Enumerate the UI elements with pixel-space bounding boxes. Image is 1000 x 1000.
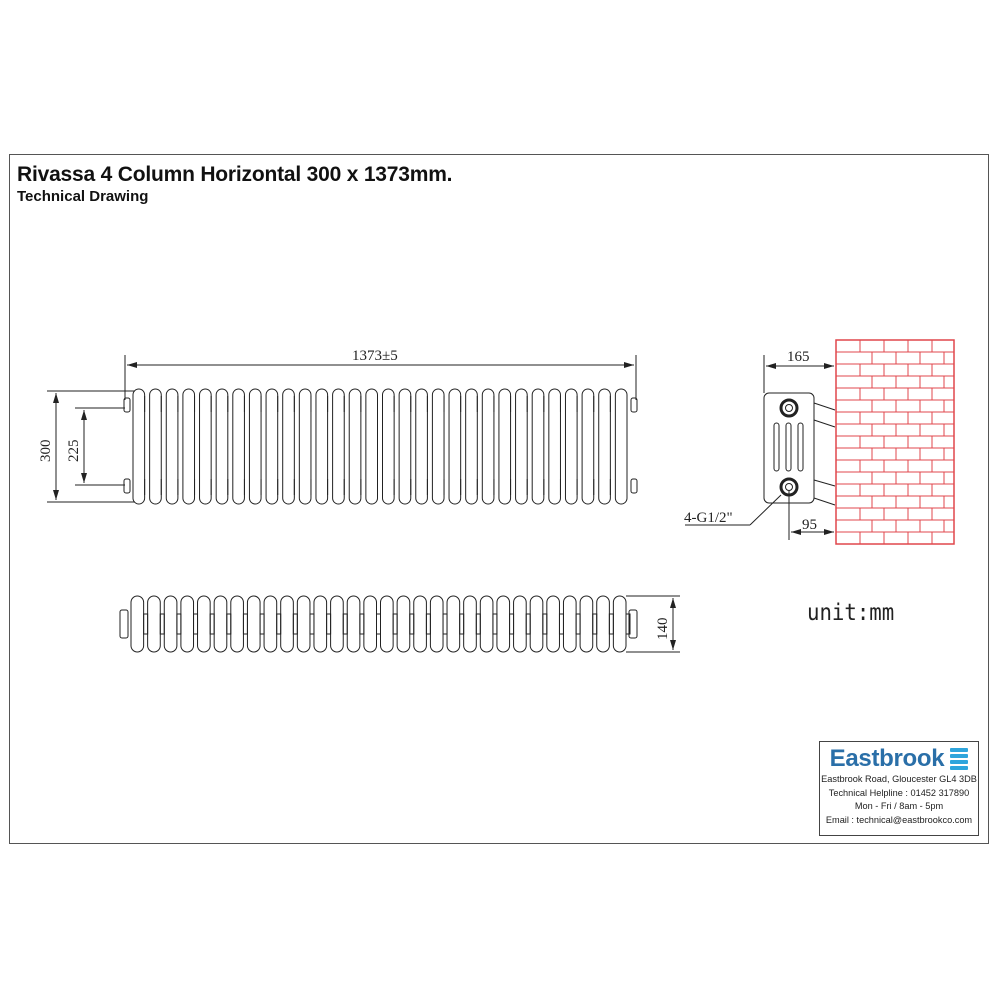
drawing-subtitle: Technical Drawing	[17, 188, 149, 205]
connection-label: 4-G1/2"	[684, 510, 733, 526]
brick-wall	[835, 339, 955, 545]
pipe-dimension: 95	[802, 517, 817, 533]
drawing-frame	[9, 154, 989, 844]
height-dimension: 300	[38, 440, 54, 463]
company-info-box: Eastbrook Eastbrook Road, Gloucester GL4…	[819, 741, 979, 836]
unit-label: unit:mm	[807, 600, 895, 626]
centres-dimension: 225	[66, 440, 82, 463]
projection-dimension: 165	[787, 349, 810, 365]
front-view	[47, 355, 638, 505]
brand: Eastbrook	[820, 745, 978, 773]
depth-dimension: 140	[655, 618, 671, 641]
drawing-title: Rivassa 4 Column Horizontal 300 x 1373mm…	[17, 163, 453, 186]
company-hours: Mon - Fri / 8am - 5pm	[854, 801, 944, 811]
company-email: Email : technical@eastbrookco.com	[825, 814, 973, 825]
company-address: Eastbrook Road, Gloucester GL4 3DB	[821, 774, 977, 784]
side-view	[685, 355, 836, 540]
top-view	[119, 595, 680, 653]
company-helpline: Technical Helpline : 01452 317890	[828, 787, 970, 798]
width-dimension: 1373±5	[352, 348, 398, 364]
brand-name: Eastbrook	[829, 745, 945, 772]
waves-icon	[950, 748, 969, 770]
